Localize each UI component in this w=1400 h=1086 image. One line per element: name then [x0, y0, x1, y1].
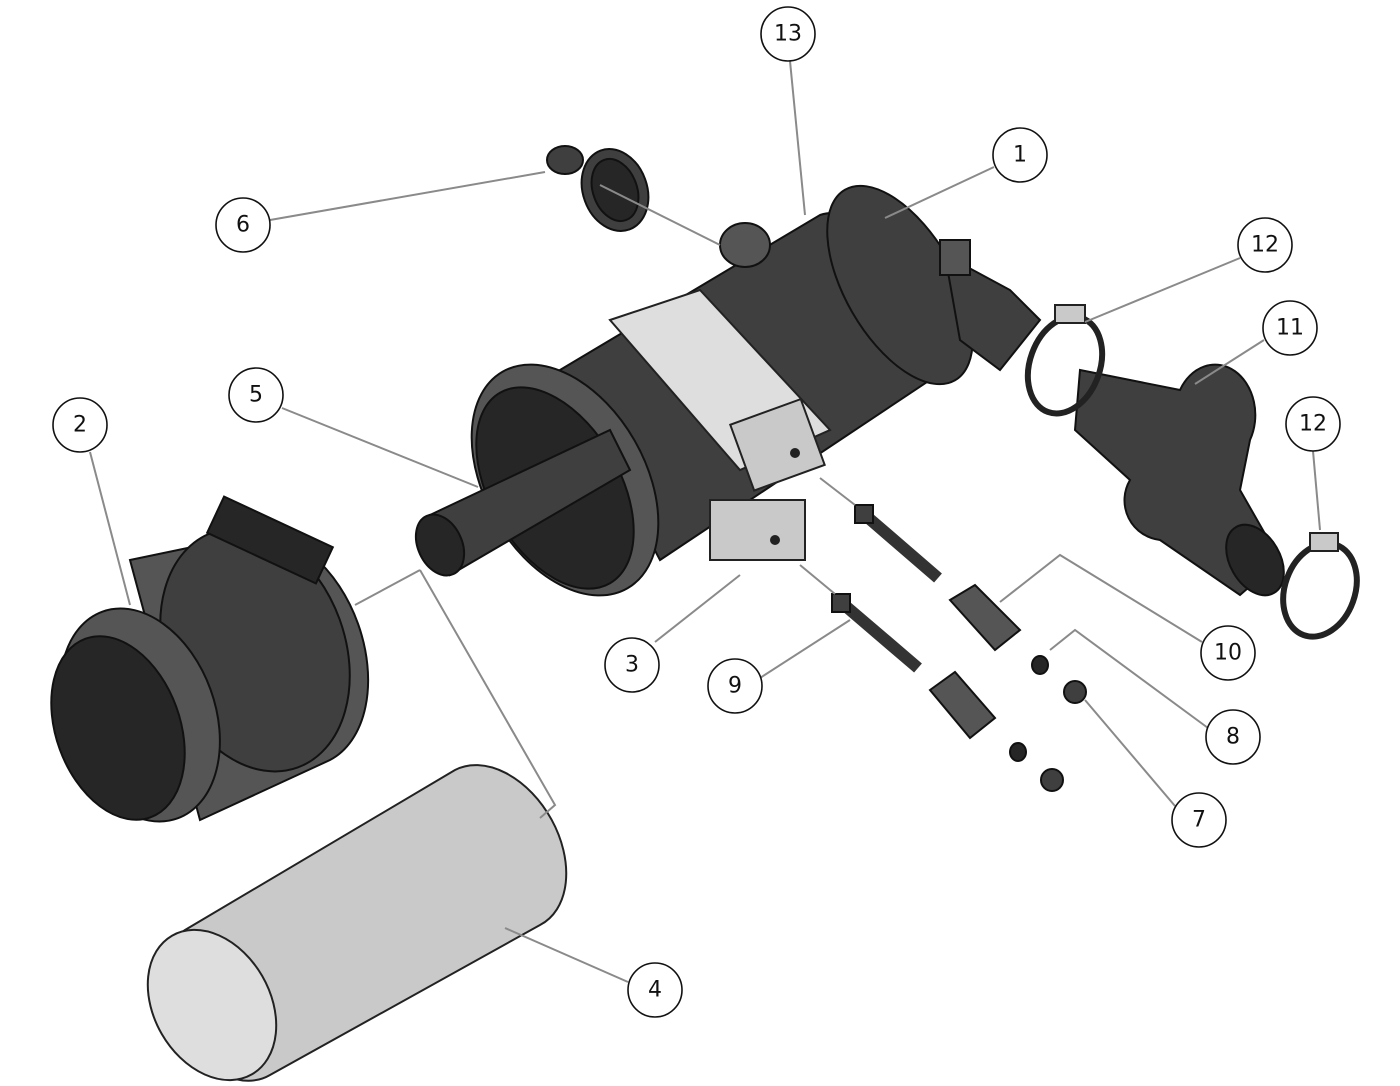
- part-filter-cartridge: [146, 764, 568, 1082]
- callout-8: 8: [1205, 709, 1261, 765]
- part-hardware-set-lower: [831, 593, 1064, 792]
- svg-text:12: 12: [1251, 233, 1279, 258]
- svg-text:2: 2: [73, 413, 87, 438]
- svg-text:6: 6: [236, 213, 250, 238]
- callout-1: 1: [992, 127, 1048, 183]
- svg-text:8: 8: [1226, 725, 1240, 750]
- svg-text:13: 13: [774, 22, 802, 47]
- callout-10: 10: [1200, 625, 1256, 681]
- callout-13: 13: [760, 6, 816, 62]
- callout-9: 9: [707, 658, 763, 714]
- callout-4: 4: [627, 962, 683, 1018]
- svg-text:1: 1: [1013, 143, 1027, 168]
- part-elbow-hose: [1073, 363, 1285, 597]
- callout-5: 5: [228, 367, 284, 423]
- svg-text:11: 11: [1276, 316, 1304, 341]
- part-end-cap: [50, 495, 370, 823]
- svg-text:3: 3: [625, 653, 639, 678]
- svg-text:4: 4: [648, 978, 662, 1003]
- callout-6: 6: [215, 197, 271, 253]
- part-hose-clamp-lower: [1280, 532, 1360, 640]
- part-valve: [546, 145, 650, 232]
- part-hose-clamp-upper: [1024, 304, 1106, 417]
- callout-12-lower: 12: [1285, 396, 1341, 452]
- callout-12-upper: 12: [1237, 217, 1293, 273]
- part-inner-tube: [414, 428, 632, 577]
- leader-lines: [89, 60, 1321, 983]
- svg-text:9: 9: [728, 674, 742, 699]
- callout-3: 3: [604, 637, 660, 693]
- callout-7: 7: [1171, 792, 1227, 848]
- callout-11: 11: [1262, 300, 1318, 356]
- part-main-housing: [470, 184, 1042, 597]
- svg-text:7: 7: [1192, 808, 1206, 833]
- svg-text:10: 10: [1214, 641, 1242, 666]
- svg-text:12: 12: [1299, 412, 1327, 437]
- svg-text:5: 5: [249, 383, 263, 408]
- callout-2: 2: [52, 397, 108, 453]
- part-hardware-set-upper: [854, 504, 1087, 704]
